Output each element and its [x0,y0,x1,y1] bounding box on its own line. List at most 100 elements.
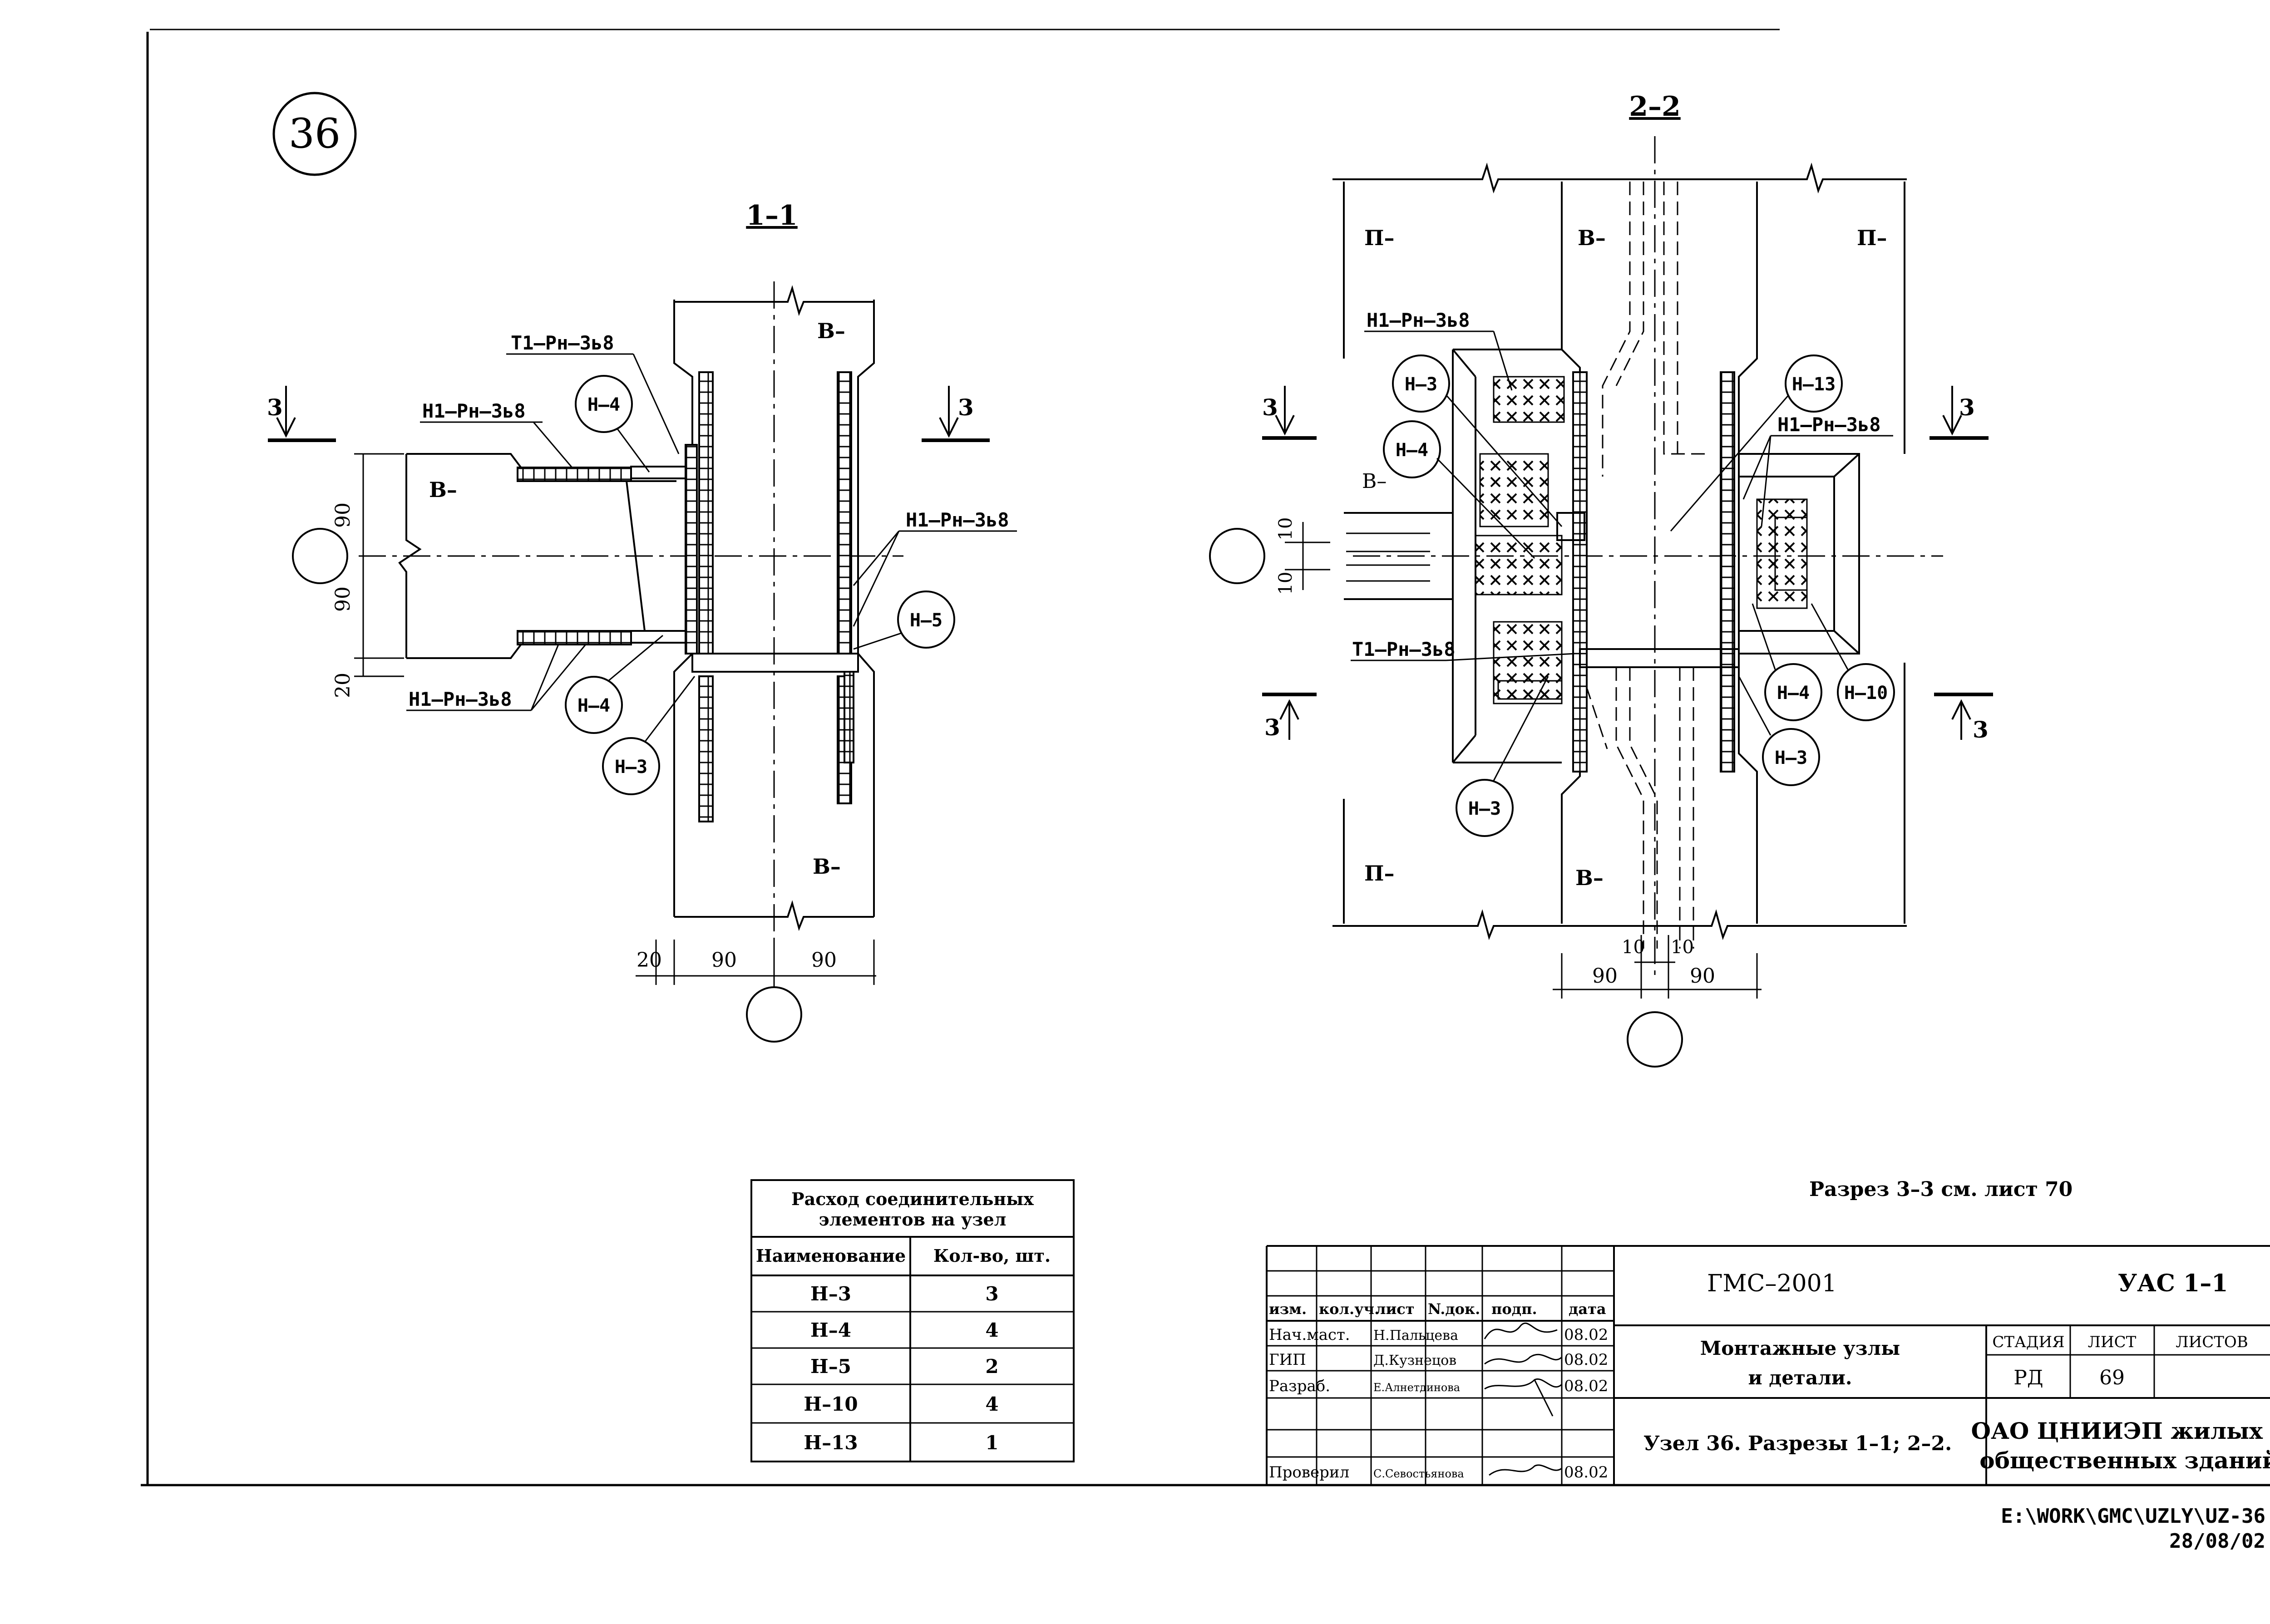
table-header: Наименование [756,1245,906,1266]
tb-role: Разраб. [1269,1377,1330,1395]
node-number: 36 [289,110,341,157]
weld-strip-left-lower [698,675,714,822]
cut-mark-2-2-right-bottom: 3 [1934,693,1993,743]
slab-slope-line [626,481,646,631]
weld-cross-mid-left [1479,453,1549,527]
sheets-header: ЛИСТОВ [2176,1333,2248,1351]
weld-cross-top [1493,376,1565,423]
callout-h3: Н–3 [602,676,696,795]
break-line-bottom-2-2 [1332,909,1907,940]
weld-strip-left-inner [685,444,698,655]
callout-h4-top: Н–4 [575,375,650,472]
break-line-bottom [674,900,874,931]
signatures [1484,1322,1563,1476]
section-2-2: 2–2 [1209,91,1993,1068]
label-h1-right: Н1–Рн–3ь8 [906,509,1009,531]
label-h1-bottom: Н1–Рн–3ь8 [409,688,512,710]
project-code: ГМС–2001 [1707,1270,1837,1297]
weld-strip-2-2-right [1720,371,1735,773]
tb-col-header: изм. [1269,1300,1307,1318]
table-cell: 4 [985,1393,998,1415]
table-cell: Н–10 [804,1393,858,1415]
section-note: Разрез 3–3 см. лист 70 [1809,1178,2073,1201]
callout-label: Н–4 [587,394,620,415]
callout-label: Н–4 [577,695,610,716]
callout-label: Н–10 [1844,683,1888,704]
tb-role: ГИП [1269,1351,1306,1369]
wall-label: В– [1575,866,1604,890]
node-number-badge: 36 [272,92,357,176]
callout-h4-bottom: Н–4 [565,635,663,734]
dim-90-top: 90 [331,502,355,528]
tb-role: Проверил [1269,1463,1349,1481]
organization-line: общественных зданий [1979,1447,2270,1474]
label-t1: Т1–Рн–3ь8 [1352,638,1456,660]
dimension-vertical-1-1: 90 90 20 [331,453,404,698]
title-block: изм. кол.уч. лист N.док. подп. дата Нач.… [1266,1245,2270,1485]
tb-col-header: N.док. [1428,1300,1480,1318]
callout-h3-right: Н–3 [1738,676,1820,786]
tb-col-header: лист [1376,1300,1415,1318]
callout-label: Н–13 [1792,374,1836,395]
callout-label: Н–4 [1396,440,1428,461]
table-cell: 2 [985,1355,998,1378]
table-cell: 3 [985,1283,998,1305]
table-cell: 4 [985,1319,998,1341]
series-code: УАС 1–1 [2118,1270,2228,1297]
sheet-frame [141,29,2270,1486]
dim-90-right: 90 [1690,965,1715,988]
weld-strip-slab-bottom [517,630,632,645]
table-header: Кол-во, шт. [933,1245,1051,1266]
cut-mark-2-2-right-top: 3 [1930,386,1989,440]
axis-marker-bottom [746,986,802,1043]
tb-date: 08.02 [1564,1377,1608,1395]
dim-10-left: 10 [1622,937,1645,958]
cut-mark-right-1-1: 3 [922,386,990,442]
wall-label: В– [429,477,457,502]
cut-mark-label: 3 [1973,716,1989,743]
tie-plate-2-2 [1579,648,1740,668]
cut-mark-label: 3 [1262,394,1278,421]
panel-label: П– [1857,226,1887,250]
callout-label: Н–3 [1468,798,1501,819]
cut-mark-label: 3 [1959,394,1975,421]
dim-90-right: 90 [811,949,837,972]
subject-line: Монтажные узлы [1700,1337,1900,1359]
weld-strip-right-upper [837,371,852,655]
tb-date: 08.02 [1564,1326,1608,1344]
stage-value: РД [2013,1366,2043,1389]
tb-name: Д.Кузнецов [1373,1353,1456,1368]
slab-break-line [398,454,422,658]
tb-date: 08.02 [1564,1351,1608,1369]
label-h1-left: Н1–Рн–3ь8 [1367,309,1470,331]
sheet-value: 69 [2099,1366,2125,1389]
axis-marker-bottom-2-2 [1627,1011,1683,1068]
wall-label: В– [1578,226,1606,250]
sheet-title: Узел 36. Разрезы 1–1; 2–2. [1643,1432,1952,1455]
label-h1-top: Н1–Рн–3ь8 [422,400,526,422]
callout-h3-top: Н–3 [1392,354,1563,527]
tb-date: 08.02 [1564,1463,1608,1481]
file-date: 28/08/02 [2169,1530,2265,1553]
dim-90-left: 90 [1592,965,1618,988]
tb-col-header: подп. [1491,1300,1537,1318]
callout-label: Н–3 [1775,748,1807,768]
table-cell: Н–13 [804,1432,858,1454]
tie-plate [691,653,859,673]
dimension-horizontal-1-1: 20 90 90 [636,940,876,985]
tb-col-header: дата [1569,1300,1606,1318]
cut-mark-2-2-left-bottom: 3 [1262,693,1317,741]
label-t1: Т1–Рн–3ь8 [511,332,614,354]
cut-mark-left-1-1: 3 [267,386,336,442]
cut-mark-label: 3 [267,394,283,421]
dim-10-bottom: 10 [1275,572,1296,595]
anchor-box [1556,512,1585,541]
callout-label: Н–4 [1777,683,1810,704]
table-title: элементов на узел [819,1209,1007,1230]
tb-name: С.Севостьянова [1373,1467,1464,1480]
axis-marker-left-2-2 [1209,528,1265,584]
table-cell: 1 [985,1432,998,1454]
table-cell: Н–5 [810,1355,851,1378]
section-1-1-title: 1–1 [746,200,798,231]
